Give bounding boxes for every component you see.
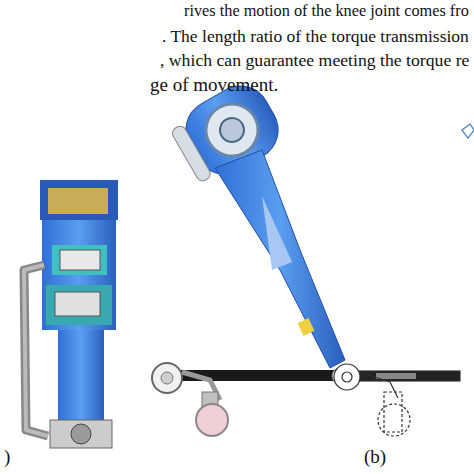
body-text-line: rives the motion of the knee joint comes… (184, 2, 469, 21)
panel-label: ) (4, 446, 10, 468)
leg-line-drawing (334, 124, 474, 436)
panel-label: (b) (364, 446, 386, 468)
body-text-line: ge of movement. (150, 74, 278, 96)
body-text-line: , which can guarantee meeting the torque… (160, 50, 469, 70)
body-text-line: . The length ratio of the torque transmi… (162, 26, 469, 46)
leg-side-view (24, 180, 118, 448)
leg-3d-view (152, 75, 348, 436)
